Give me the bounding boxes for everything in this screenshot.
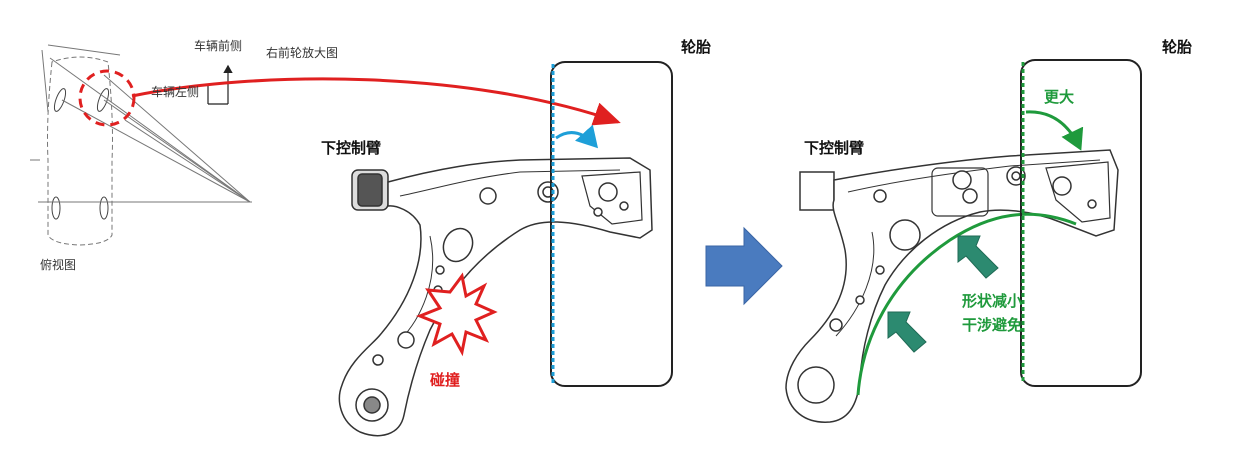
wheel-highlight-circle: [78, 69, 136, 127]
interference-arrow: [555, 124, 599, 149]
tire-right: [1020, 59, 1142, 387]
shape-arrow-lower: [887, 311, 927, 353]
label-lower-arm-right: 下控制臂: [804, 139, 865, 157]
label-vehicle-left: 车辆左侧: [151, 85, 200, 99]
lower-arm-original: [338, 157, 653, 437]
label-top-view: 俯视图: [40, 258, 77, 272]
bushing-square: [799, 171, 835, 211]
label-lower-arm-left: 下控制臂: [321, 139, 382, 157]
label-shape-reduced: 形状减小: [962, 292, 1023, 310]
tire-left: [550, 61, 673, 387]
label-collision: 碰撞: [430, 371, 461, 389]
zoom-arrow: [131, 77, 621, 126]
label-tire-right: 轮胎: [1162, 38, 1193, 56]
car-top-view-sketch: [30, 44, 252, 246]
reduced-shape-outline: [856, 212, 1077, 396]
label-right-front-wheel-zoom: 右前轮放大图: [266, 46, 339, 60]
shape-arrow-upper: [957, 235, 999, 279]
axis-indicator: [207, 64, 233, 105]
lower-arm-improved: [785, 149, 1119, 423]
label-larger: 更大: [1044, 88, 1075, 106]
clearance-arrow: [1025, 110, 1084, 151]
label-interference-avoided: 干涉避免: [962, 316, 1023, 334]
label-vehicle-front: 车辆前侧: [194, 39, 243, 53]
collision-burst-icon: [415, 272, 498, 357]
label-tire-left: 轮胎: [681, 38, 712, 56]
right-arrow-icon: [705, 226, 783, 306]
